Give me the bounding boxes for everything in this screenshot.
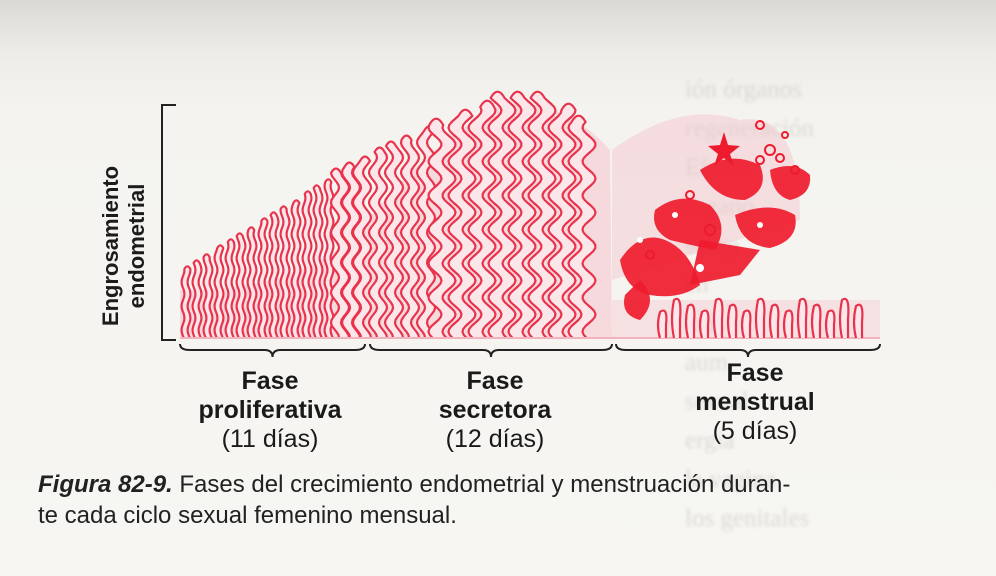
y-axis-label-line: Engrosamiento	[98, 136, 124, 356]
phase-brace	[370, 344, 612, 357]
residual-gland	[784, 311, 792, 338]
phase-label-secretory: Fase secretora (12 días)	[395, 367, 595, 454]
phase-duration: (12 días)	[395, 425, 595, 454]
gland	[182, 266, 191, 338]
residual-gland	[700, 311, 708, 338]
residual-gland	[756, 299, 764, 338]
blood-droplet	[782, 132, 788, 138]
residual-gland	[686, 305, 694, 338]
phase-name: secretora	[395, 396, 595, 425]
residual-gland	[742, 311, 750, 338]
y-axis-label-line: endometrial	[124, 136, 150, 356]
phase-name: proliferativa	[165, 396, 375, 425]
phase-name: Fase	[655, 359, 855, 388]
caption-line: Fases del crecimiento endometrial y mens…	[179, 471, 790, 498]
fragment-hole	[672, 212, 678, 218]
phase-name: Fase	[165, 367, 375, 396]
y-axis-label: Engrosamiento endometrial	[98, 136, 150, 356]
phase-name: menstrual	[655, 388, 855, 417]
phase-duration: (5 días)	[655, 417, 855, 446]
residual-gland	[714, 299, 722, 338]
phase-label-menstrual: Fase menstrual (5 días)	[655, 359, 855, 446]
residual-gland	[798, 299, 806, 338]
figure-number: Figura 82-9.	[38, 471, 173, 498]
fragment-hole	[696, 264, 704, 272]
residual-gland	[770, 305, 778, 338]
phase-label-proliferative: Fase proliferativa (11 días)	[165, 367, 375, 454]
blood-fragment	[690, 240, 760, 285]
phase-duration: (11 días)	[165, 425, 375, 454]
residual-gland	[840, 299, 848, 338]
residual-gland	[658, 311, 666, 338]
residual-gland	[826, 311, 834, 338]
gland	[226, 239, 235, 338]
fragment-hole	[757, 222, 763, 228]
blood-fragment	[735, 208, 796, 249]
phase-name: Fase	[395, 367, 595, 396]
figure-caption: Figura 82-9. Fases del crecimiento endom…	[38, 469, 948, 531]
residual-gland	[672, 299, 680, 338]
fragment-hole	[637, 237, 643, 243]
gland	[248, 227, 257, 338]
y-axis: Engrosamiento endometrial	[80, 130, 170, 350]
gland	[314, 185, 323, 338]
gland	[193, 260, 202, 338]
gland	[237, 233, 246, 338]
phase-brace	[180, 344, 365, 357]
caption-line: te cada ciclo sexual femenino mensual.	[38, 502, 457, 529]
phase-brace	[616, 344, 880, 357]
phase-braces	[180, 344, 880, 357]
residual-gland	[728, 305, 736, 338]
residual-gland	[854, 305, 862, 338]
residual-gland	[812, 305, 820, 338]
